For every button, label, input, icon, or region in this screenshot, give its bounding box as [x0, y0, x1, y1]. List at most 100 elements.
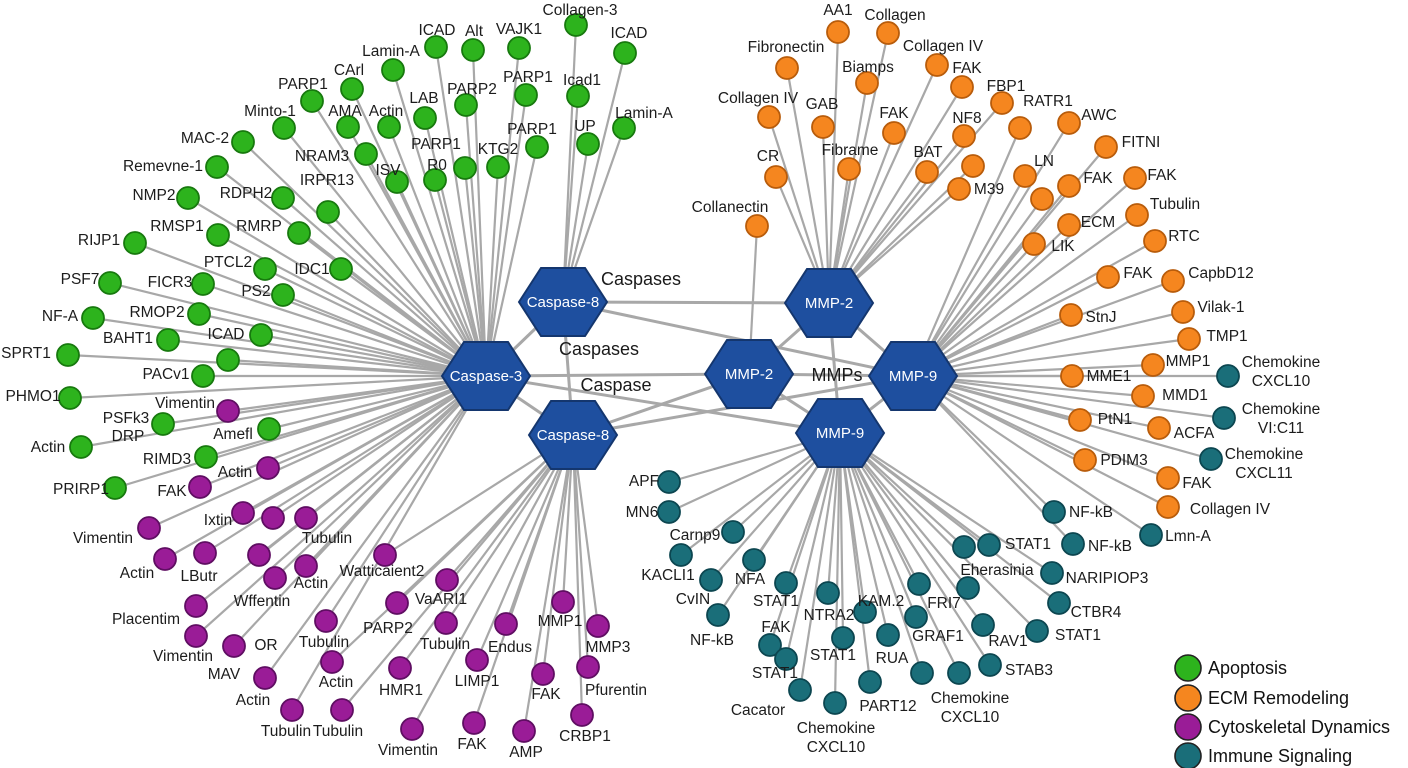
node-mmp1[interactable]: [1141, 353, 1165, 377]
node-fak[interactable]: [1057, 174, 1081, 198]
node-actin[interactable]: [69, 435, 93, 459]
node-mn6[interactable]: [657, 500, 681, 524]
node-wffentin[interactable]: [263, 566, 287, 590]
node-lamin-a[interactable]: [381, 58, 405, 82]
node-collagen-iv[interactable]: [757, 105, 781, 129]
node-parp1[interactable]: [300, 89, 324, 113]
hub-hexagon-caspase-3[interactable]: [440, 341, 532, 411]
node-rmop2[interactable]: [187, 302, 211, 326]
node-minto-1[interactable]: [272, 116, 296, 140]
node-psfk3[interactable]: [151, 412, 175, 436]
node-vilak-1[interactable]: [1171, 300, 1195, 324]
node-fak[interactable]: [1123, 166, 1147, 190]
node-alt[interactable]: [461, 38, 485, 62]
node-rmrp[interactable]: [287, 221, 311, 245]
node-chemokine-cxcl10[interactable]: [1216, 364, 1240, 388]
node-crbp1[interactable]: [570, 703, 594, 727]
node-vajk1[interactable]: [507, 36, 531, 60]
node-rmsp1[interactable]: [206, 223, 230, 247]
node-actin[interactable]: [294, 554, 318, 578]
node-or[interactable]: [222, 634, 246, 658]
node-tubulin[interactable]: [1125, 203, 1149, 227]
node-icad1[interactable]: [566, 84, 590, 108]
node-gab[interactable]: [811, 115, 835, 139]
node-psf7[interactable]: [98, 271, 122, 295]
node-ln[interactable]: [1013, 164, 1037, 188]
node-rijp1[interactable]: [123, 231, 147, 255]
node-unlabeled[interactable]: [1030, 187, 1054, 211]
node-eherasinia[interactable]: [956, 576, 980, 600]
node-watticaient2[interactable]: [373, 543, 397, 567]
node-parp1[interactable]: [453, 156, 477, 180]
node-irpr13[interactable]: [316, 200, 340, 224]
node-icad[interactable]: [424, 35, 448, 59]
node-limp1[interactable]: [465, 648, 489, 672]
node-tubulin[interactable]: [314, 609, 338, 633]
node-prirp1[interactable]: [103, 476, 127, 500]
node-capbd12[interactable]: [1161, 269, 1185, 293]
node-mmd1[interactable]: [1131, 384, 1155, 408]
node-kam-2[interactable]: [853, 600, 877, 624]
node-rdph2[interactable]: [271, 186, 295, 210]
node-pacv1[interactable]: [191, 364, 215, 388]
node-awc[interactable]: [1057, 111, 1081, 135]
node-lmn-a[interactable]: [1139, 523, 1163, 547]
node-ratr1[interactable]: [1008, 116, 1032, 140]
node-lbutr[interactable]: [193, 541, 217, 565]
node-baht1[interactable]: [156, 328, 180, 352]
node-carnp9[interactable]: [721, 520, 745, 544]
node-rua[interactable]: [876, 623, 900, 647]
node-nf-kb[interactable]: [706, 603, 730, 627]
node-tubulin[interactable]: [280, 698, 304, 722]
node-idc1[interactable]: [329, 257, 353, 281]
node-fak[interactable]: [882, 121, 906, 145]
node-up[interactable]: [576, 132, 600, 156]
node-icad[interactable]: [249, 323, 273, 347]
node-fibronectin[interactable]: [775, 56, 799, 80]
hub-hexagon-caspase-8[interactable]: [517, 267, 609, 337]
hub-hexagon-caspase-8[interactable]: [527, 400, 619, 470]
node-kacli1[interactable]: [669, 543, 693, 567]
node-actin[interactable]: [153, 547, 177, 571]
node-graf1[interactable]: [904, 605, 928, 629]
node-naripiop3[interactable]: [1040, 561, 1064, 585]
node-rav1[interactable]: [971, 613, 995, 637]
node-biamps[interactable]: [855, 71, 879, 95]
node-unlabeled[interactable]: [961, 154, 985, 178]
node-lik[interactable]: [1022, 232, 1046, 256]
node-ps2[interactable]: [271, 283, 295, 307]
node-nf-kb[interactable]: [1061, 532, 1085, 556]
node-ixtin[interactable]: [231, 501, 255, 525]
node-endus[interactable]: [494, 612, 518, 636]
node-icad[interactable]: [613, 41, 637, 65]
node-mme1[interactable]: [1060, 364, 1084, 388]
node-vimentin[interactable]: [216, 399, 240, 423]
node-chemokine-cxcl10[interactable]: [947, 661, 971, 685]
node-stat1[interactable]: [977, 533, 1001, 557]
node-stat1[interactable]: [774, 647, 798, 671]
node-vimentin[interactable]: [184, 624, 208, 648]
node-ecm[interactable]: [1057, 213, 1081, 237]
node-collagen-3[interactable]: [564, 13, 588, 37]
node-unlabeled[interactable]: [910, 661, 934, 685]
node-tubulin[interactable]: [294, 506, 318, 530]
node-actin[interactable]: [377, 115, 401, 139]
node-collagen-iv[interactable]: [925, 53, 949, 77]
node-apf[interactable]: [657, 470, 681, 494]
node-stat1[interactable]: [774, 571, 798, 595]
node-fak[interactable]: [1156, 466, 1180, 490]
node-collanectin[interactable]: [745, 214, 769, 238]
node-tmp1[interactable]: [1177, 327, 1201, 351]
node-nram3[interactable]: [354, 142, 378, 166]
node-stnj[interactable]: [1059, 303, 1083, 327]
node-ptcl2[interactable]: [253, 257, 277, 281]
node-collagen[interactable]: [876, 21, 900, 45]
node-fak[interactable]: [950, 75, 974, 99]
node-chemokine-cxcl10[interactable]: [823, 691, 847, 715]
node-vimentin[interactable]: [137, 516, 161, 540]
node-aa1[interactable]: [826, 20, 850, 44]
node-parp2[interactable]: [385, 591, 409, 615]
node-actin[interactable]: [320, 650, 344, 674]
node-r0[interactable]: [423, 168, 447, 192]
node-fak[interactable]: [1096, 265, 1120, 289]
